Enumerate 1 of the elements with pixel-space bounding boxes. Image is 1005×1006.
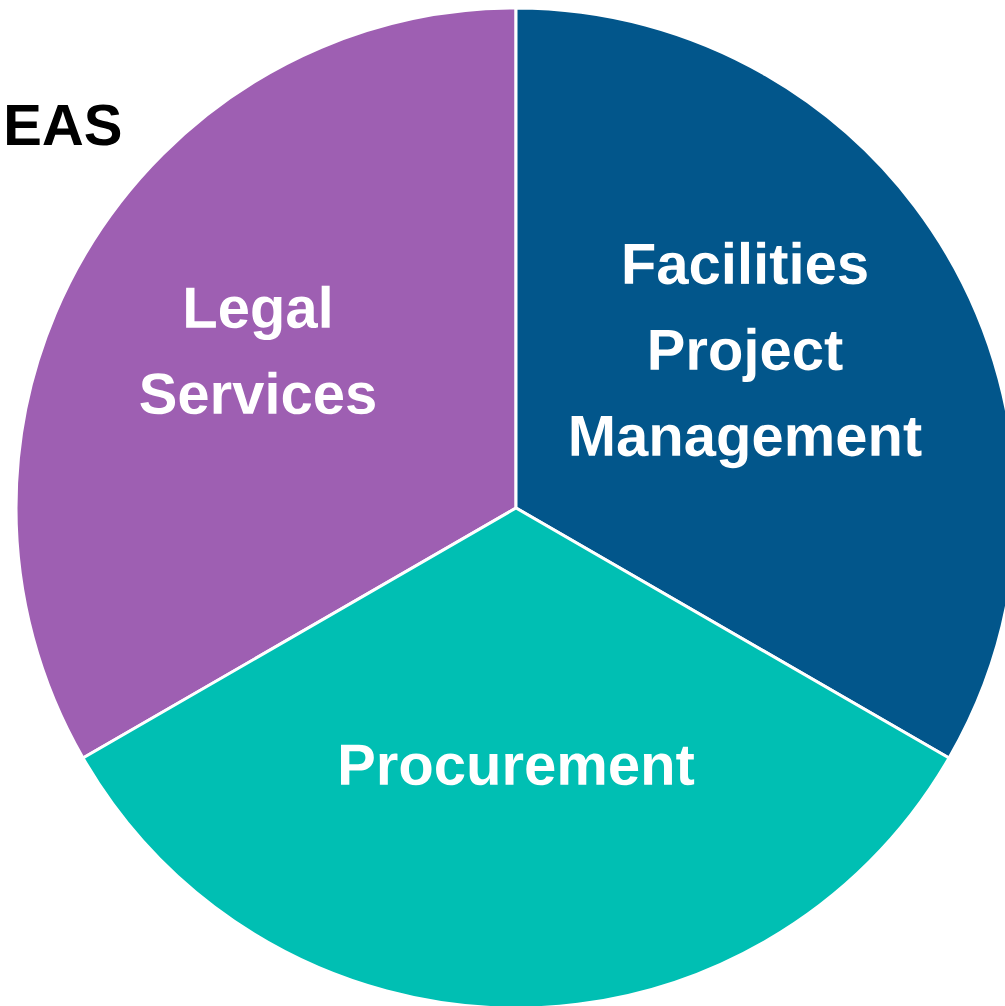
pie-slice: Procurement bbox=[81, 506, 951, 1006]
